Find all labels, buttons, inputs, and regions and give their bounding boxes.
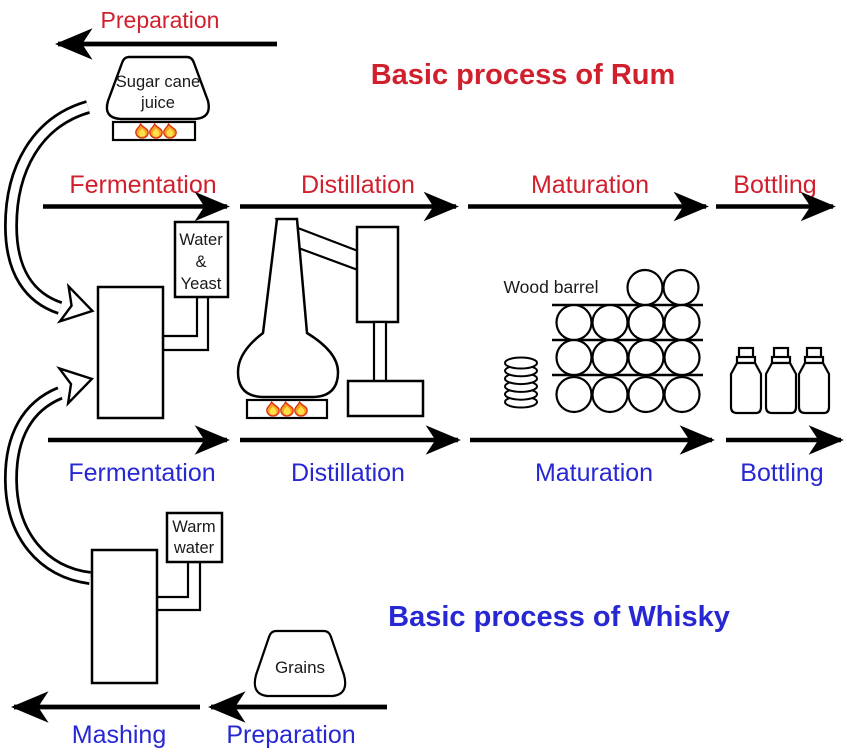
condenser-column: [355, 225, 400, 324]
grains-label: Grains: [275, 658, 325, 677]
barrel-icon: [626, 268, 664, 307]
rum-stage-bottling: Bottling: [733, 171, 816, 199]
disc-stack: [504, 356, 538, 409]
barrel-icon: [662, 268, 700, 307]
wood-barrel-label: Wood barrel: [503, 277, 598, 297]
barrel-icon: [555, 338, 593, 377]
whisky-title: Basic process of Whisky: [388, 601, 730, 633]
water-yeast-box: Water & Yeast: [173, 220, 230, 299]
curved-arrow-rum-feed: [3, 100, 95, 324]
barrel-icon: [591, 375, 629, 414]
sugar-cane-pot: Sugar cane juice: [105, 55, 210, 121]
fire-tray-still: [245, 398, 329, 420]
bottle-icon: [764, 346, 798, 415]
sugar-cane-label-line1: Sugar cane: [116, 73, 200, 91]
barrel-icon: [555, 375, 593, 414]
fermentation-tank: [96, 285, 165, 420]
curved-arrow-whisky-feed: [3, 366, 95, 585]
rum-title: Basic process of Rum: [371, 59, 676, 91]
warm-water-line1: Warm: [172, 518, 215, 536]
rum-preparation-label: Preparation: [101, 7, 220, 33]
barrel-rack: [555, 268, 701, 414]
whisky-mashing-label: Mashing: [72, 721, 167, 749]
whisky-stage-fermentation: Fermentation: [68, 459, 215, 487]
rum-stage-maturation: Maturation: [531, 171, 649, 199]
arrowhead-icon: [56, 366, 95, 407]
barrel-icon: [591, 303, 629, 342]
arrowhead-icon: [56, 282, 95, 324]
condenser-stem: [372, 320, 388, 384]
barrel-icon: [663, 375, 701, 414]
still-flask: [236, 217, 340, 399]
collector-base: [346, 379, 425, 418]
fire-tray-sugar-cane: [111, 120, 197, 142]
warm-water-line2: water: [173, 539, 215, 557]
water-yeast-line2: &: [195, 253, 206, 271]
water-yeast-line3: Yeast: [181, 275, 222, 293]
rum-stage-distillation: Distillation: [301, 171, 415, 199]
whisky-stage-maturation: Maturation: [535, 459, 653, 487]
whisky-stage-bottling: Bottling: [740, 459, 823, 487]
water-yeast-line1: Water: [179, 231, 223, 249]
barrel-icon: [663, 338, 701, 377]
bottle-icon: [729, 346, 763, 415]
bottle-icon: [797, 346, 831, 415]
warm-water-box: Warm water: [165, 511, 224, 564]
mash-tun: [90, 548, 159, 685]
barrel-icon: [555, 303, 593, 342]
barrel-icon: [627, 375, 665, 414]
grains-pot: Grains: [253, 629, 347, 698]
barrel-icon: [663, 303, 701, 342]
bottles: [729, 346, 831, 415]
whisky-stage-distillation: Distillation: [291, 459, 405, 487]
rum-stage-fermentation: Fermentation: [69, 171, 216, 199]
whisky-preparation-label: Preparation: [226, 721, 355, 749]
barrel-icon: [627, 303, 665, 342]
sugar-cane-label-line2: juice: [140, 94, 175, 112]
barrel-icon: [591, 338, 629, 377]
barrel-icon: [627, 338, 665, 377]
